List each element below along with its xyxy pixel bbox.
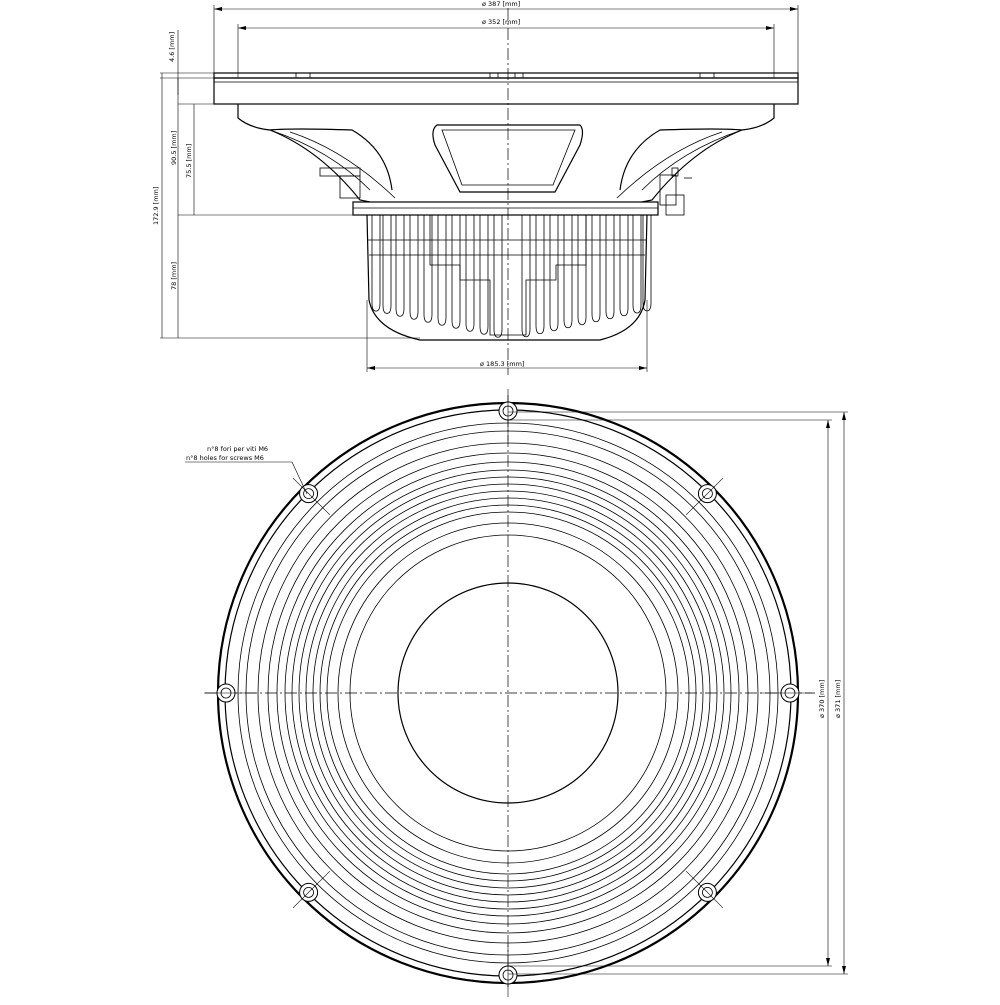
holes-label-en: n°8 holes for screws M6 <box>186 454 264 462</box>
basket-right-outline <box>641 104 775 203</box>
dust-cap <box>397 582 619 804</box>
center-window-inner <box>441 129 576 186</box>
heat-fin <box>521 215 531 338</box>
top-plate <box>352 201 659 216</box>
magnet-core <box>429 215 587 336</box>
basket-left-inner <box>269 129 371 191</box>
dim-4-6: 4.6 [mm] <box>168 32 176 62</box>
mounting-hole <box>498 389 518 441</box>
mounting-hole <box>760 683 812 703</box>
basket-right-inner <box>641 129 743 191</box>
basket-right-rib <box>616 131 723 199</box>
side-view <box>213 8 799 375</box>
mounting-hole <box>204 683 256 703</box>
flange-tabs <box>295 72 715 79</box>
dim-352: ø 352 [mm] <box>482 18 520 26</box>
basket-left-window <box>269 128 393 191</box>
mounting-hole <box>685 870 724 909</box>
heat-sink-outline <box>366 214 648 341</box>
terminal-connector <box>659 167 692 216</box>
heat-sink-fins <box>367 215 652 338</box>
dim-172-9: 172.9 [mm] <box>152 187 160 225</box>
mounting-holes <box>204 389 812 997</box>
dim-387: ø 387 [mm] <box>482 0 520 8</box>
heat-fin <box>563 215 573 329</box>
basket-left-outline <box>237 104 371 203</box>
mounting-hole <box>498 945 518 997</box>
heat-fin <box>619 215 629 317</box>
basket-left-rib <box>289 131 396 199</box>
heat-fin <box>535 215 545 335</box>
cone-ring <box>267 452 749 934</box>
dim-370: ø 370 [mm] <box>818 680 826 718</box>
cone-ring <box>305 490 711 896</box>
basket-right-window <box>619 128 743 191</box>
cone-ring <box>337 522 679 864</box>
left-bracket <box>319 167 361 199</box>
heat-fin <box>549 215 559 332</box>
cone-ring <box>319 504 697 882</box>
mounting-hole <box>292 870 331 909</box>
cone-ring <box>349 534 667 852</box>
dim-185-3: ø 185.3 [mm] <box>480 360 524 368</box>
heat-fin <box>577 215 587 326</box>
front-dimensions: ø 370 [mm] ø 371 [mm] <box>508 411 848 975</box>
frame-flange <box>213 72 799 79</box>
heat-fin <box>371 215 381 312</box>
dim-75-5: 75.5 [mm] <box>185 144 193 178</box>
basket-center-window <box>432 124 584 193</box>
heat-fin <box>382 215 392 314</box>
heat-fin <box>451 215 461 329</box>
heat-fin <box>605 215 615 320</box>
heat-fin <box>479 215 489 335</box>
front-view: n°8 fori per viti M6 n°8 holes for screw… <box>185 389 815 997</box>
side-dimensions: ø 387 [mm] ø 352 [mm] ø 185.3 [mm] 4.6 [… <box>152 0 799 372</box>
heat-fin <box>591 215 601 323</box>
heat-fin <box>465 215 475 332</box>
heat-fin <box>423 215 433 323</box>
dim-371: ø 371 [mm] <box>834 680 842 718</box>
heat-fin <box>395 215 405 317</box>
heat-fin <box>632 215 642 314</box>
heat-fin <box>493 215 503 338</box>
cone-rings <box>257 442 759 944</box>
annotation-leader <box>291 461 308 495</box>
cone-ring <box>291 476 725 910</box>
dim-78: 78 [mm] <box>170 262 178 290</box>
cone-ring <box>326 511 690 875</box>
mounting-hole <box>685 477 724 516</box>
heat-fin <box>409 215 419 320</box>
holes-label-it: n°8 fori per viti M6 <box>207 445 268 453</box>
cone-ring <box>257 442 759 944</box>
mounting-hole <box>292 477 331 516</box>
dim-90-5: 90.5 [mm] <box>170 131 178 165</box>
cone-ring <box>312 497 704 889</box>
cone-ring <box>284 469 732 917</box>
cone-ring <box>298 483 718 903</box>
cone-ring <box>276 461 740 925</box>
heat-fin <box>437 215 447 326</box>
